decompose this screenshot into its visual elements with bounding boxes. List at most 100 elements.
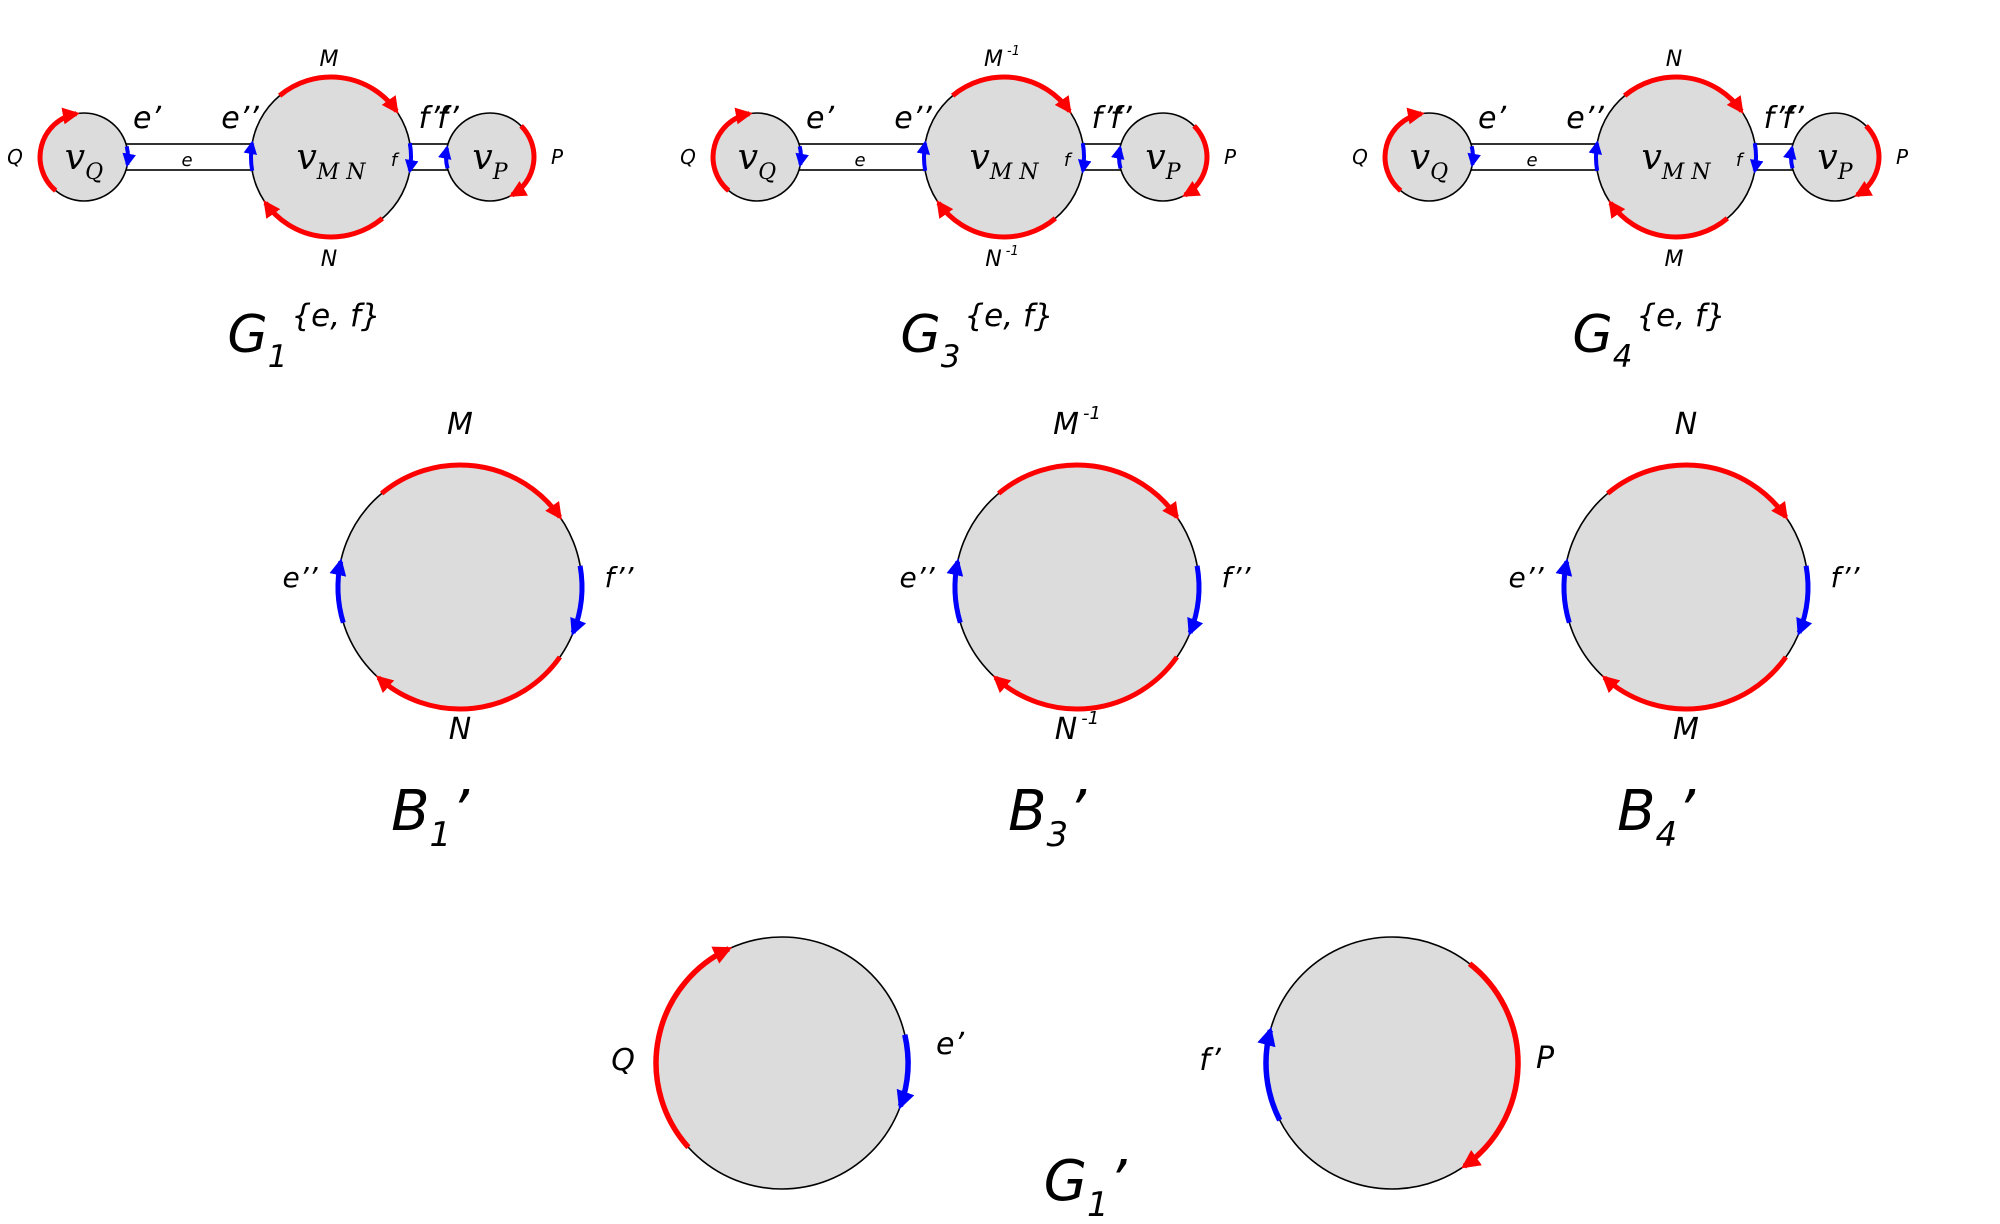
- edge-f-band: [1752, 143, 1794, 171]
- top-arc-label: N: [1675, 407, 1697, 442]
- f-double-prime-label: f’’: [1831, 561, 1861, 594]
- edge-e-label: e: [1526, 150, 1537, 171]
- top-boundary-arc: [1605, 462, 1788, 520]
- bottom-arc-label: M: [1673, 712, 1699, 747]
- top-boundary-arc: [996, 462, 1179, 520]
- boundary-caption: B4’: [1617, 779, 1696, 855]
- f-double-prime-label: f’’: [1091, 101, 1122, 136]
- edge-f-band: [1080, 143, 1122, 171]
- e-double-prime-arc: [946, 558, 964, 624]
- edge-f-label: f: [391, 150, 400, 171]
- q-boundary-arc: [710, 107, 753, 193]
- bottom-caption: G1’: [1044, 1149, 1128, 1224]
- f-double-prime-arc: [1187, 565, 1204, 636]
- p-label: P: [551, 145, 564, 169]
- f-prime-arc: [1257, 1026, 1283, 1122]
- e-double-prime-label: e’’: [899, 561, 935, 594]
- e-double-prime-arc: [243, 140, 258, 172]
- e-prime-label: e’: [1478, 101, 1506, 136]
- p-boundary-arc: [1854, 124, 1882, 198]
- e-double-prime-arc: [329, 558, 347, 624]
- top-arc-label: M: [320, 47, 339, 72]
- e-double-prime-arc: [1555, 558, 1573, 624]
- top-boundary-arc: [379, 462, 562, 520]
- f-double-prime-arc: [404, 142, 419, 174]
- e-double-prime-label: e’’: [1508, 561, 1544, 594]
- f-double-prime-label: f’’: [1763, 101, 1794, 136]
- e-prime-label: e’: [806, 101, 834, 136]
- bottom-boundary-arc: [992, 655, 1179, 712]
- p-label: P: [1224, 145, 1237, 169]
- q-boundary-arc: [653, 946, 733, 1150]
- bottom-arc-label: N-1: [1055, 708, 1099, 747]
- f-double-prime-label: f’’: [418, 101, 449, 136]
- e-prime-arc: [122, 145, 136, 168]
- f-prime-arc: [1111, 145, 1125, 169]
- boundary-caption: B1’: [391, 779, 470, 855]
- vertex-p-label: vP: [472, 137, 508, 185]
- bottom-arc-label: M: [1665, 247, 1684, 272]
- q-label: Q: [1352, 145, 1368, 169]
- e-double-prime-label: e’’: [282, 561, 318, 594]
- vertex-p-label: vP: [1145, 137, 1181, 185]
- vertex-mn-label: vM N: [1641, 137, 1711, 185]
- top-arc-label: M-1: [1053, 403, 1101, 442]
- bottom-boundary-arc: [936, 200, 1058, 240]
- f-prime-arc: [438, 145, 452, 169]
- f-double-prime-arc: [1796, 565, 1813, 636]
- graph-caption: G4{e, f}: [1572, 298, 1725, 375]
- e-double-prime-label: e’’: [1566, 101, 1604, 136]
- vertex-mn-label: vM N: [296, 137, 366, 185]
- f-prime-label: f’: [1782, 101, 1804, 136]
- f-prime-label: f’: [1199, 1043, 1221, 1078]
- edge-e-label: e: [181, 150, 192, 171]
- q-label: Q: [611, 1043, 635, 1078]
- bottom-boundary-arc: [263, 200, 385, 240]
- q-label: Q: [680, 145, 696, 169]
- top-arc-label: M-1: [984, 44, 1020, 72]
- f-double-prime-arc: [1749, 142, 1764, 174]
- p-label: P: [1536, 1041, 1555, 1076]
- top-arc-label: M: [447, 407, 473, 442]
- graph-caption: G1{e, f}: [227, 298, 380, 375]
- graph-caption: G3{e, f}: [900, 298, 1053, 375]
- f-double-prime-arc: [1077, 142, 1092, 174]
- e-prime-arc: [896, 1034, 915, 1110]
- top-boundary-arc: [1622, 74, 1744, 114]
- f-prime-label: f’: [437, 101, 459, 136]
- e-prime-arc: [1467, 145, 1481, 168]
- p-boundary-arc: [1182, 124, 1210, 198]
- edge-e-label: e: [854, 150, 865, 171]
- vertex-q-label: vQ: [1410, 137, 1448, 185]
- bottom-arc-label: N-1: [985, 244, 1018, 272]
- vertex-q-label: vQ: [65, 137, 103, 185]
- bottom-arc-label: N: [321, 247, 337, 272]
- e-double-prime-arc: [1588, 140, 1603, 172]
- q-boundary-arc: [37, 107, 80, 193]
- top-arc-label: N: [1666, 47, 1682, 72]
- f-prime-label: f’: [1110, 101, 1132, 136]
- e-prime-arc: [795, 145, 809, 168]
- bottom-arc-label: N: [449, 712, 471, 747]
- edge-f-band: [407, 143, 449, 171]
- bottom-boundary-arc: [1608, 200, 1730, 240]
- top-boundary-arc: [950, 74, 1072, 114]
- edge-e-band: [798, 143, 928, 171]
- e-double-prime-arc: [916, 140, 931, 172]
- e-prime-label: e’: [133, 101, 161, 136]
- e-double-prime-label: e’’: [221, 101, 259, 136]
- q-label: Q: [7, 145, 23, 169]
- f-double-prime-arc: [570, 565, 587, 636]
- p-boundary-arc: [1461, 961, 1521, 1169]
- vertex-q-label: vQ: [738, 137, 776, 185]
- p-label: P: [1896, 145, 1909, 169]
- edge-e-band: [1470, 143, 1600, 171]
- f-double-prime-label: f’’: [1222, 561, 1252, 594]
- e-double-prime-label: e’’: [894, 101, 932, 136]
- vertex-mn-label: vM N: [969, 137, 1039, 185]
- boundary-caption: B3’: [1008, 779, 1087, 855]
- bottom-boundary-arc: [375, 655, 562, 712]
- e-prime-label: e’: [936, 1027, 964, 1062]
